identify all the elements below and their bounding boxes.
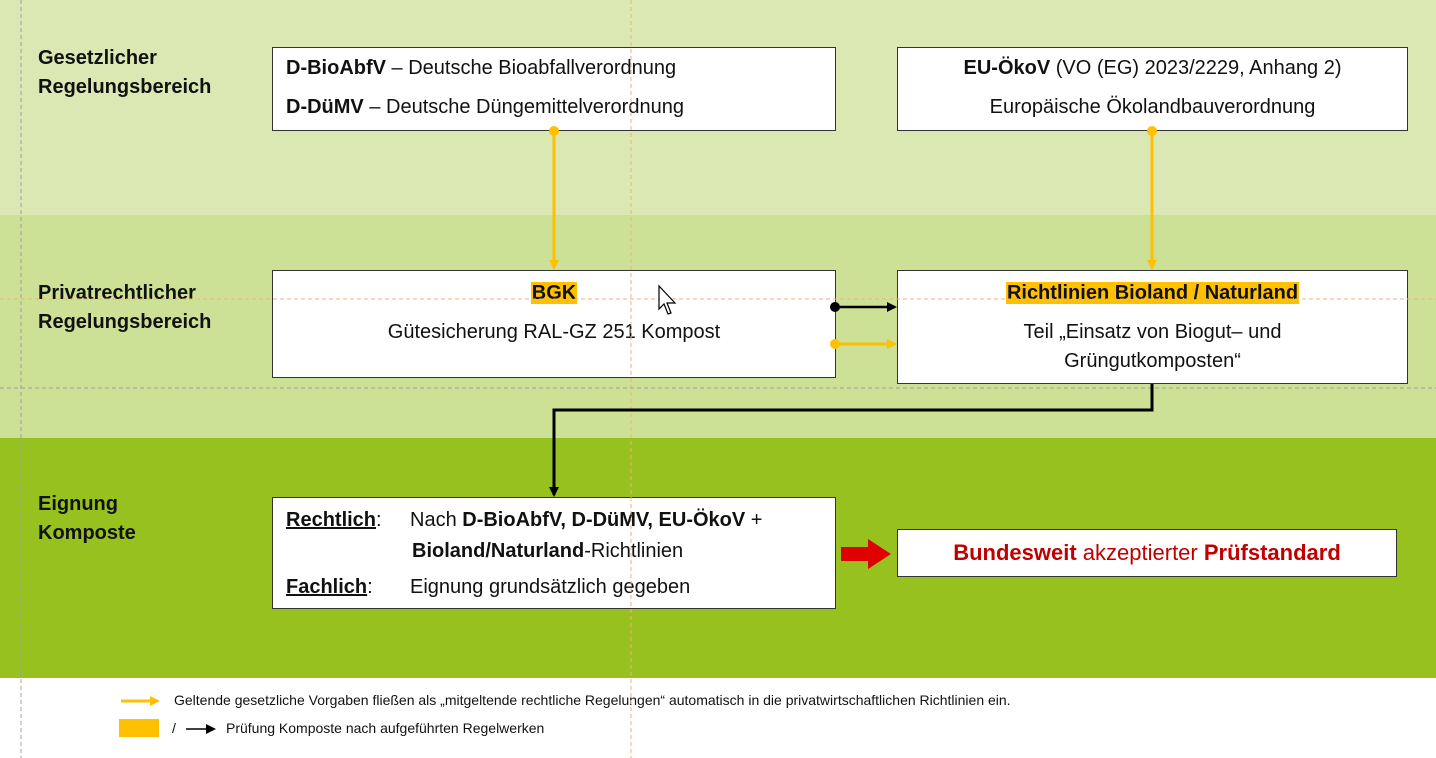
legend-slash: / bbox=[172, 720, 176, 736]
d-bioabfv-line: D-BioAbfV – Deutsche Bioabfallverordnung bbox=[286, 57, 676, 80]
d-duemv-line: D-DüMV – Deutsche Düngemittelverordnung bbox=[286, 96, 684, 119]
bgk-title-line: BGK bbox=[273, 282, 835, 305]
band-title-line: Regelungsbereich bbox=[38, 76, 212, 98]
fachlich-text: Eignung grundsätzlich gegeben bbox=[410, 576, 691, 598]
richtlinien-title: Richtlinien Bioland / Naturland bbox=[1005, 282, 1300, 304]
richtlinien-line1: Teil „Einsatz von Biogut– und bbox=[1023, 321, 1282, 343]
bgk-guetesicherung: Gütesicherung RAL-GZ 251 Kompost bbox=[387, 321, 721, 343]
rechtlich-plus: + bbox=[745, 509, 763, 531]
band-title-line: Gesetzlicher bbox=[38, 47, 157, 69]
rechtlich-regs: D-BioAbfV, D-DüMV, EU-ÖkoV bbox=[462, 509, 746, 531]
eu-oekov-fullname: Europäische Ökolandbauverordnung bbox=[989, 96, 1316, 118]
fachlich-label-line: Fachlich: bbox=[286, 576, 373, 599]
band-title-line: Eignung bbox=[38, 493, 118, 515]
box-richtlinien: Richtlinien Bioland / Naturland Teil „Ei… bbox=[897, 270, 1408, 384]
bgk-title: BGK bbox=[530, 282, 578, 304]
rechtlich-text-line2: Bioland/Naturland-Richtlinien bbox=[412, 540, 683, 563]
rechtlich-richtlinien: -Richtlinien bbox=[584, 540, 684, 562]
fachlich-colon: : bbox=[367, 576, 373, 598]
rechtlich-colon: : bbox=[376, 509, 382, 531]
band-title-line: Regelungsbereich bbox=[38, 311, 212, 333]
richtlinien-title-line: Richtlinien Bioland / Naturland bbox=[898, 282, 1407, 305]
box-eu-oekov: EU-ÖkoV (VO (EG) 2023/2229, Anhang 2) Eu… bbox=[897, 47, 1408, 131]
band-title-line: Privatrechtlicher bbox=[38, 282, 196, 304]
box-d-regulations: D-BioAbfV – Deutsche Bioabfallverordnung… bbox=[272, 47, 836, 131]
rechtlich-pre: Nach bbox=[410, 509, 463, 531]
box-pruefstandard: Bundesweit akzeptierter Prüfstandard bbox=[897, 529, 1397, 577]
d-bioabfv-text: – Deutsche Bioabfallverordnung bbox=[385, 57, 677, 79]
band-title-gesetzlich: Gesetzlicher Regelungsbereich bbox=[38, 44, 211, 102]
band-title-eignung: Eignung Komposte bbox=[38, 490, 136, 548]
legend-line2: Prüfung Komposte nach aufgeführten Regel… bbox=[226, 720, 545, 736]
d-duemv-abbr: D-DüMV bbox=[286, 96, 364, 118]
legend-line1: Geltende gesetzliche Vorgaben fließen al… bbox=[174, 692, 1011, 708]
box-bgk: BGK Gütesicherung RAL-GZ 251 Kompost bbox=[272, 270, 836, 378]
eu-oekov-line: EU-ÖkoV (VO (EG) 2023/2229, Anhang 2) bbox=[898, 57, 1407, 80]
eu-oekov-text: (VO (EG) 2023/2229, Anhang 2) bbox=[1050, 57, 1342, 79]
richtlinien-line2: Grüngutkomposten“ bbox=[1064, 350, 1241, 372]
d-duemv-text: – Deutsche Düngemittelverordnung bbox=[363, 96, 684, 118]
eu-oekov-abbr: EU-ÖkoV bbox=[963, 57, 1051, 79]
standard-akzeptierter: akzeptierter bbox=[1076, 540, 1204, 565]
rechtlich-label-line: Rechtlich: bbox=[286, 509, 382, 532]
band-title-line: Komposte bbox=[38, 522, 136, 544]
standard-bundesweit: Bundesweit bbox=[953, 540, 1077, 565]
legend-swatch bbox=[119, 719, 159, 737]
rechtlich-bioland: Bioland/Naturland bbox=[412, 540, 585, 562]
band-title-privatrechtlich: Privatrechtlicher Regelungsbereich bbox=[38, 279, 211, 337]
rechtlich-text-line: Nach D-BioAbfV, D-DüMV, EU-ÖkoV + bbox=[410, 509, 762, 532]
d-bioabfv-abbr: D-BioAbfV bbox=[286, 57, 386, 79]
fachlich-label: Fachlich bbox=[286, 576, 368, 598]
standard-pruefstandard: Prüfstandard bbox=[1203, 540, 1341, 565]
box-eignung: Rechtlich: Nach D-BioAbfV, D-DüMV, EU-Ök… bbox=[272, 497, 836, 609]
rechtlich-label: Rechtlich bbox=[286, 509, 377, 531]
